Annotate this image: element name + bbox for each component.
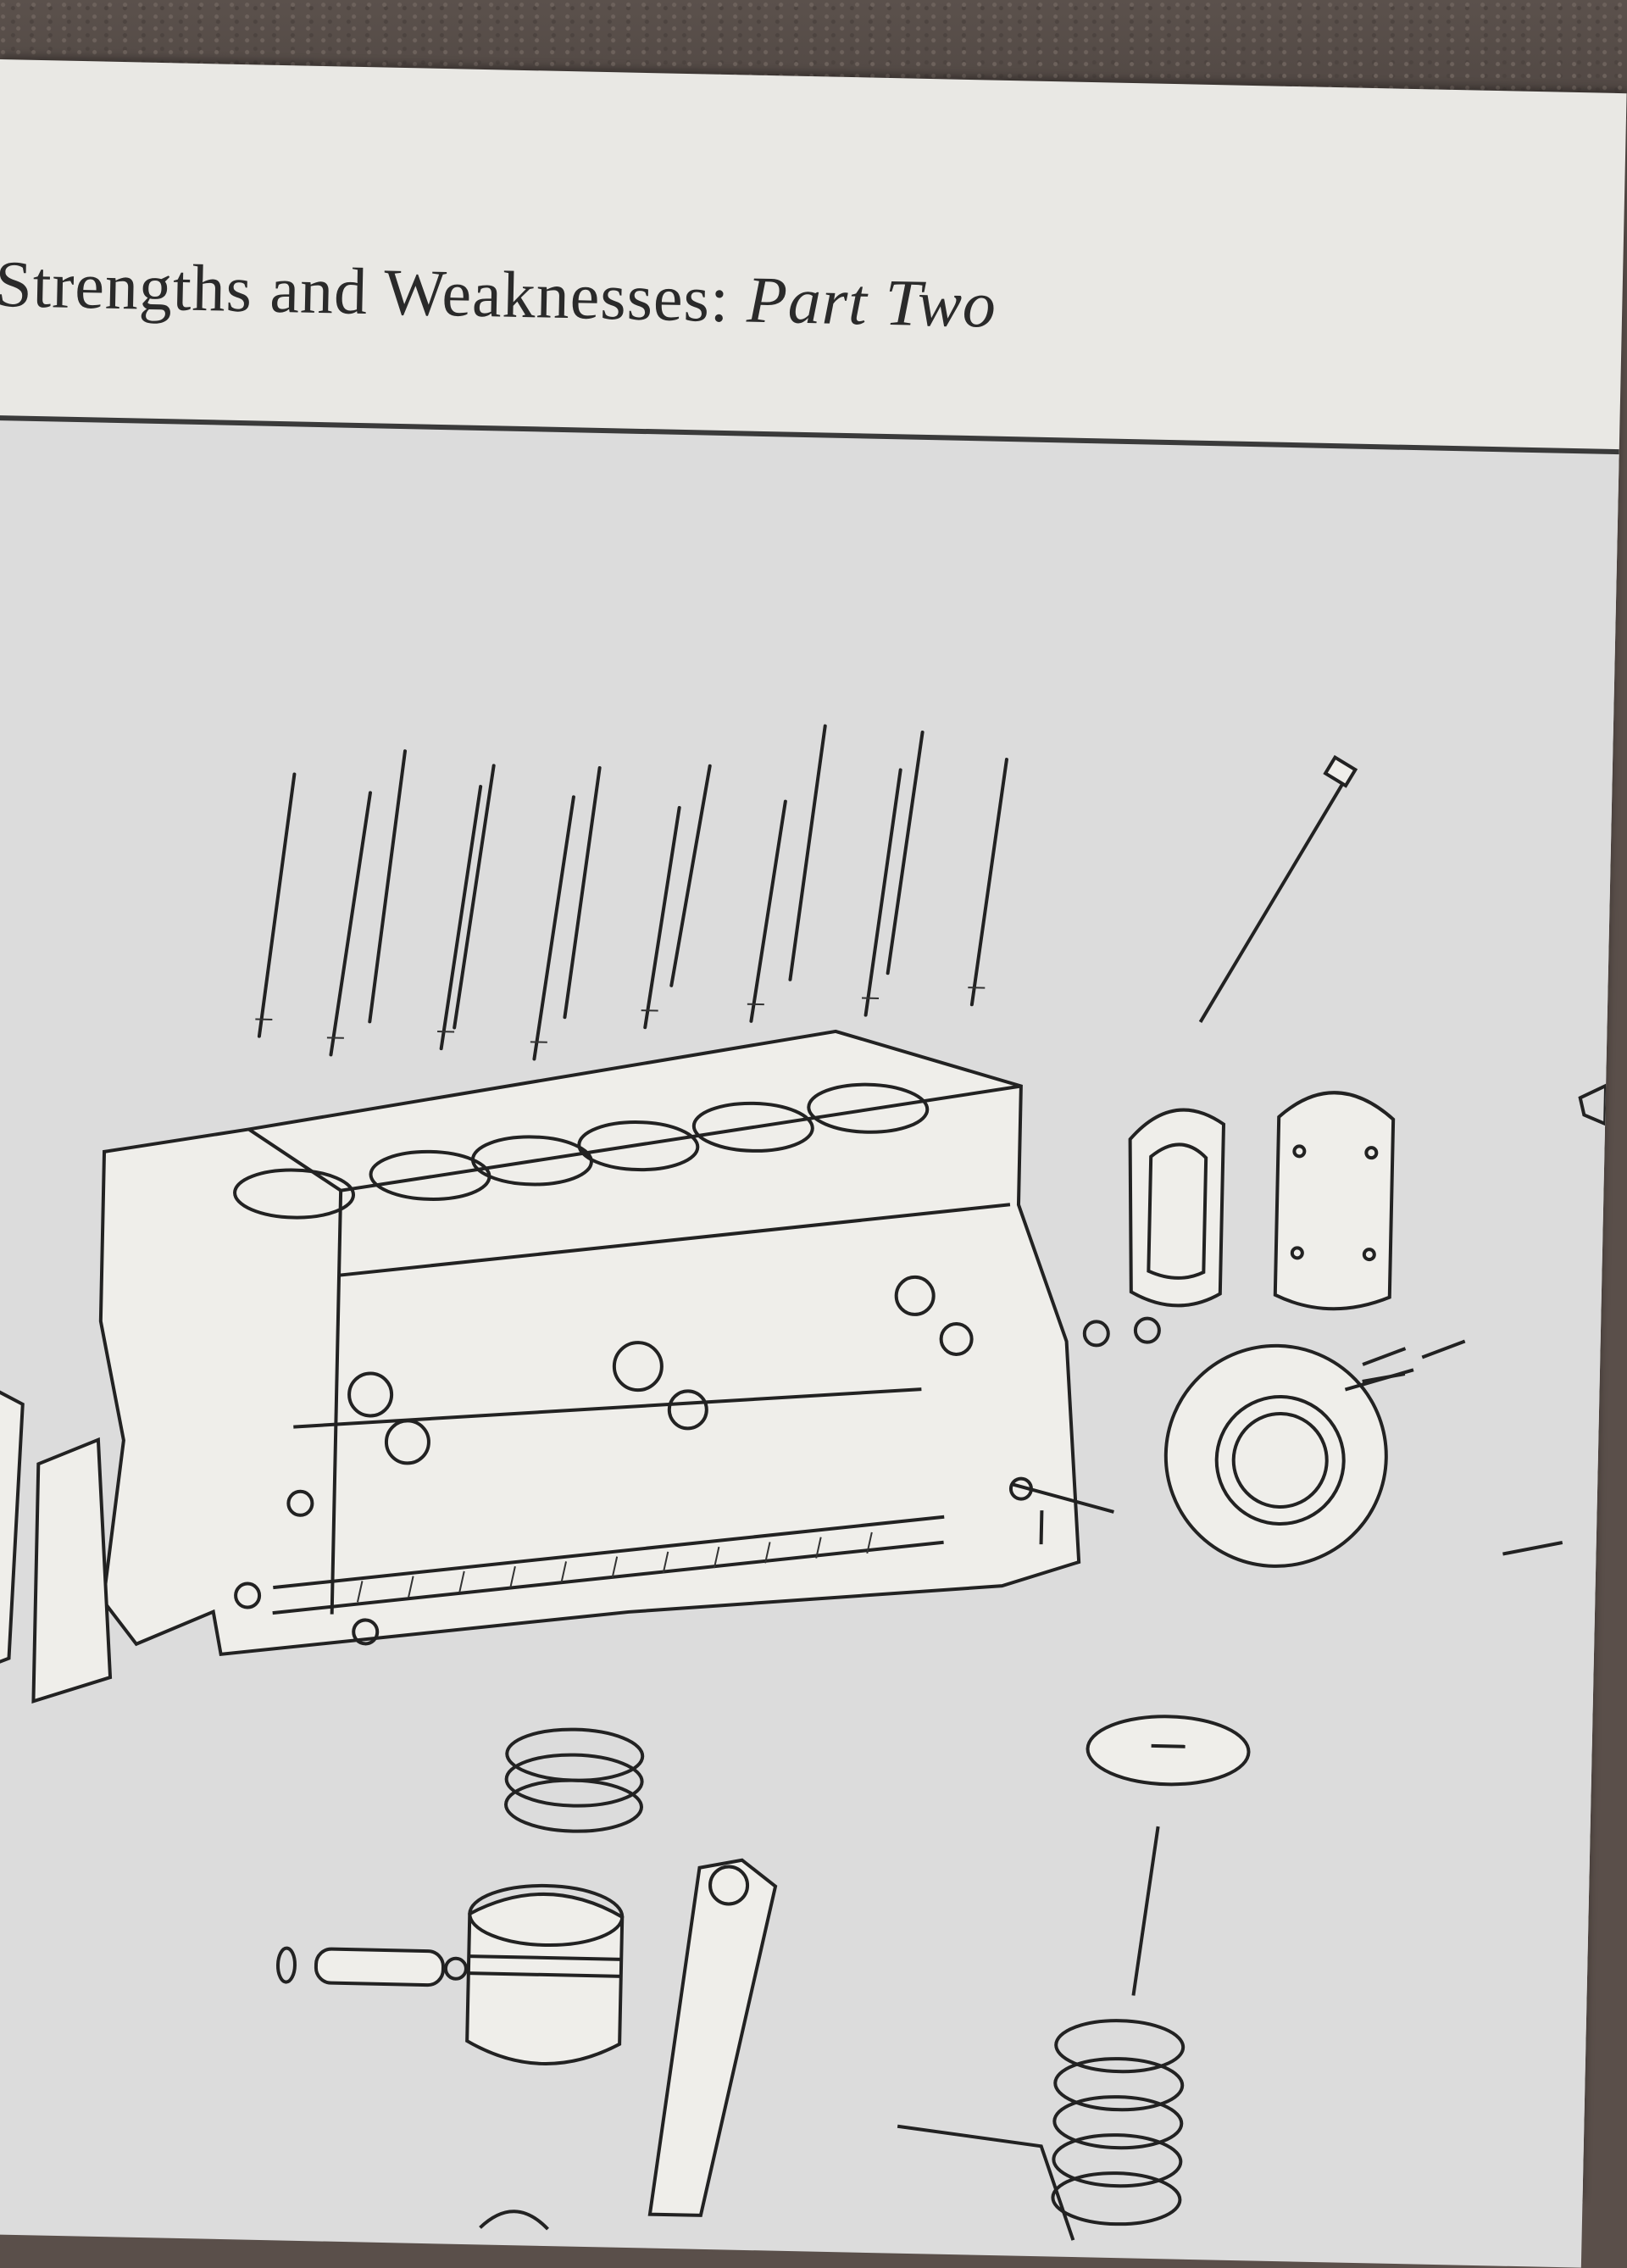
- piston: [467, 1884, 623, 2065]
- long-stud: [1201, 754, 1356, 1025]
- cylinder-block: [94, 1016, 1090, 1672]
- bearing-shell-fragment: [480, 2210, 548, 2229]
- page-header-title: Strengths and Weaknesses: Part Two: [0, 246, 997, 343]
- gudgeon-pin: [278, 1948, 467, 1986]
- connecting-rod: [650, 1859, 776, 2217]
- piston-rings: [505, 1728, 642, 1832]
- page-header-title-part: Part Two: [746, 263, 997, 342]
- end-plate: [1274, 1092, 1393, 1310]
- book-page: Strengths and Weaknesses: Part Two: [0, 59, 1627, 2204]
- engine-exploded-diagram: [0, 420, 1619, 2268]
- page-header-title-main: Strengths and Weaknesses:: [0, 247, 747, 336]
- cylinder-head-studs: [255, 714, 1008, 1069]
- rear-main-bearing-housing: [1163, 1343, 1405, 1569]
- end-plate-gasket: [1127, 1109, 1224, 1306]
- diagram-plate: [0, 415, 1619, 2268]
- timing-cover-fragment: [0, 1378, 116, 1703]
- core-plug: [1087, 1715, 1250, 1786]
- valve-spring-and-stem: [895, 1821, 1187, 2243]
- bracket-fragment: [1580, 1085, 1606, 1124]
